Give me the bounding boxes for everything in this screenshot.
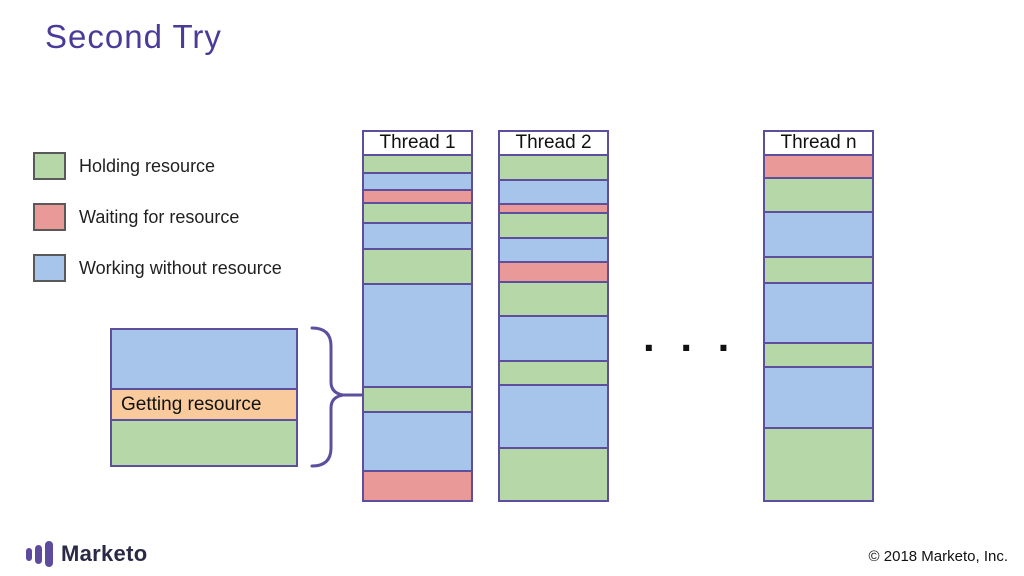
segment-working [364,285,471,386]
segment-working [500,181,607,203]
segment-working [765,284,872,342]
segment-holding [500,156,607,179]
ellipsis-dots: . . . [643,313,737,360]
segment-holding [765,258,872,282]
segment-working [500,239,607,261]
legend-item-holding: Holding resource [33,152,282,180]
segment-holding [500,362,607,384]
segment-holding [500,283,607,315]
segment-holding [364,204,471,222]
segment-holding [112,421,296,465]
working-swatch [33,254,66,282]
segment-holding [500,449,607,500]
segment-holding [765,429,872,500]
thread-1-column: Thread 1 [362,130,473,502]
segment-getting: Getting resource [112,390,296,419]
thread-2-header: Thread 2 [500,132,607,154]
segment-working [112,330,296,388]
segment-holding [765,344,872,366]
holding-swatch [33,152,66,180]
segment-waiting [500,205,607,212]
thread-n-column: Thread n [763,130,874,502]
slide-title: Second Try [45,18,222,55]
segment-holding [364,250,471,283]
marketo-logo: Marketo [26,541,147,567]
segment-waiting [364,472,471,500]
waiting-swatch [33,203,66,231]
marketo-bars-icon [26,541,53,567]
legend-label: Waiting for resource [79,206,240,227]
getting-resource-callout: Getting resource [110,328,298,467]
legend-label: Holding resource [79,155,216,176]
thread-2-column: Thread 2 [498,130,609,502]
segment-working [364,174,471,189]
segment-working [364,224,471,248]
segment-working [765,368,872,427]
segment-holding [364,156,471,172]
legend-label: Working without resource [79,257,282,278]
segment-waiting [765,156,872,177]
legend-item-working: Working without resource [33,254,282,282]
legend-item-waiting: Waiting for resource [33,203,282,231]
segment-working [500,386,607,447]
brace-shape [310,326,364,468]
segment-working [765,213,872,256]
marketo-logo-text: Marketo [61,541,148,566]
segment-waiting [364,191,471,202]
segment-holding [364,388,471,411]
segment-working [364,413,471,470]
segment-holding [500,214,607,237]
thread-n-header: Thread n [765,132,872,154]
legend: Holding resource Waiting for resource Wo… [33,152,282,282]
segment-waiting [500,263,607,281]
thread-1-header: Thread 1 [364,132,471,154]
copyright-text: © 2018 Marketo, Inc. [868,548,1008,565]
segment-working [500,317,607,360]
segment-holding [765,179,872,211]
